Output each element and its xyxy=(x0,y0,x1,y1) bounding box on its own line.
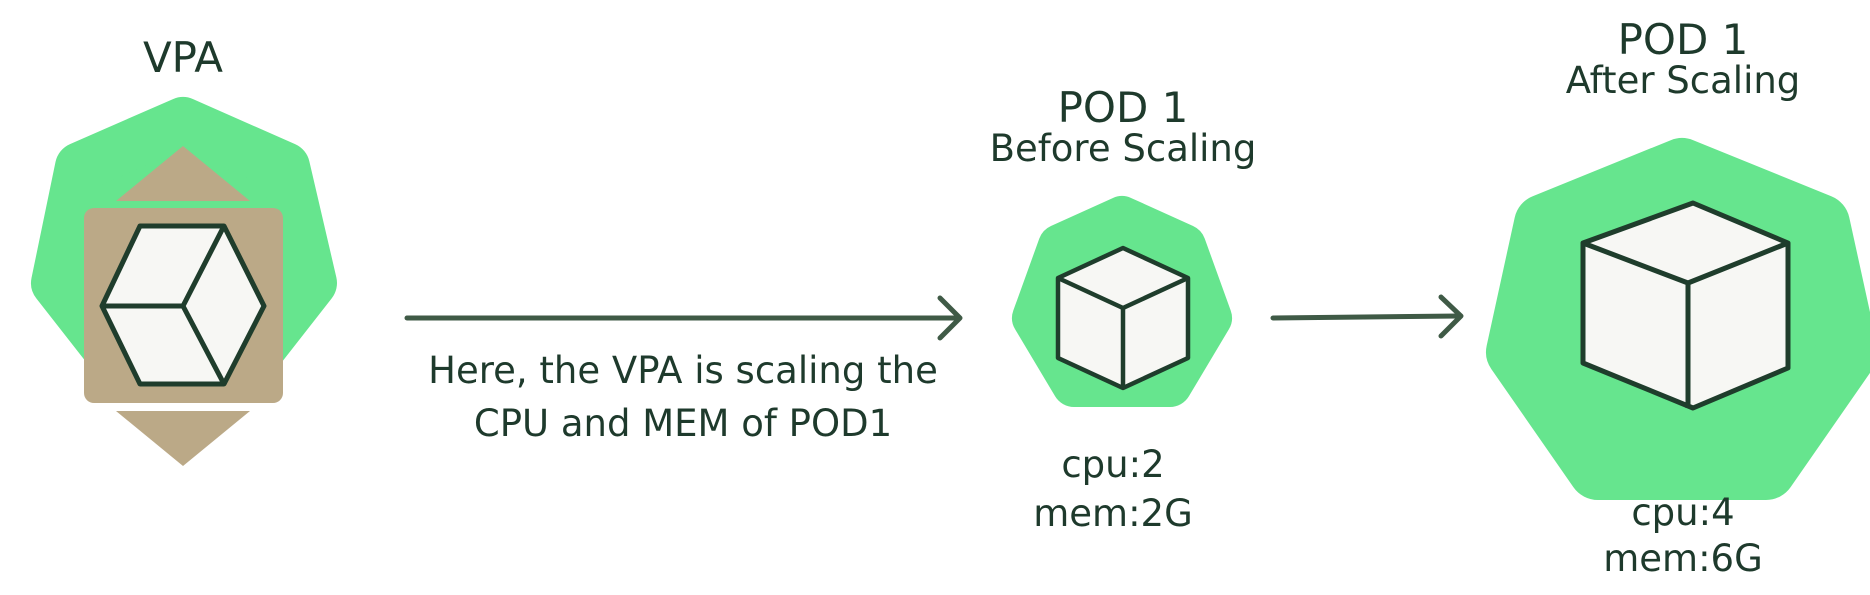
after-arrow xyxy=(1270,294,1464,339)
pod-before-mem: mem:2G xyxy=(1033,492,1193,535)
arrow-caption-line2: CPU and MEM of POD1 xyxy=(473,402,893,445)
vpa-title: VPA xyxy=(142,33,224,82)
pod-before-cpu: cpu:2 xyxy=(1061,443,1165,486)
pod-after-title: POD 1 xyxy=(1617,15,1749,64)
pod-before-subtitle: Before Scaling xyxy=(989,127,1257,170)
pod-before-cube-icon xyxy=(1055,245,1191,391)
pod-after-cube-icon xyxy=(1580,200,1791,411)
scaling-arrow xyxy=(404,295,963,341)
pod-after-subtitle: After Scaling xyxy=(1565,59,1801,102)
arrow-caption-line1: Here, the VPA is scaling the xyxy=(428,349,938,392)
pod-after-cpu: cpu:4 xyxy=(1631,491,1735,534)
vpa-up-arrow-icon xyxy=(116,146,250,201)
vpa-down-arrow-icon xyxy=(116,411,250,466)
pod-before-title: POD 1 xyxy=(1057,83,1189,132)
pod-after-mem: mem:6G xyxy=(1603,537,1763,580)
vpa-cube-icon xyxy=(99,223,267,387)
